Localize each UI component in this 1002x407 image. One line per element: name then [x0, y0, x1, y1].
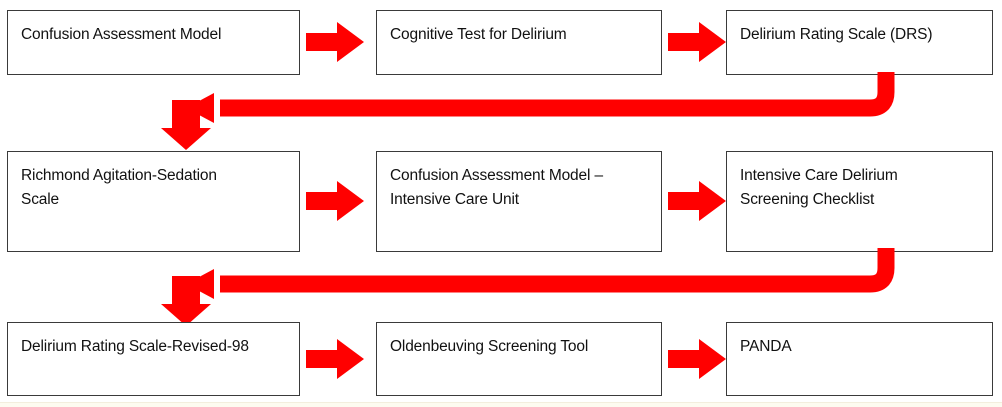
- flow-node-label: Confusion Assessment Model – Intensive C…: [390, 167, 603, 208]
- arrow-ctd-to-drs: [666, 19, 728, 65]
- flow-node-cognitive-test-for-delirium[interactable]: Cognitive Test for Delirium: [376, 10, 662, 75]
- flow-node-label: Delirium Rating Scale-Revised-98: [21, 338, 249, 355]
- arrow-drsr98-to-oldenbeuving: [304, 336, 366, 382]
- flow-node-label: Confusion Assessment Model: [21, 26, 222, 43]
- arrow-rass-to-camicu: [304, 178, 366, 224]
- flow-node-label: Richmond Agitation-Sedation Scale: [21, 167, 217, 208]
- flow-node-label: Cognitive Test for Delirium: [390, 26, 567, 43]
- flow-node-confusion-assessment-model[interactable]: Confusion Assessment Model: [7, 10, 300, 75]
- elbow-connector-drs-to-rass: [150, 72, 910, 150]
- arrow-oldenbeuving-to-panda: [666, 336, 728, 382]
- flow-node-label: Delirium Rating Scale (DRS): [740, 26, 933, 43]
- flow-node-delirium-rating-scale[interactable]: Delirium Rating Scale (DRS): [726, 10, 993, 75]
- flow-node-label: Oldenbeuving Screening Tool: [390, 338, 589, 355]
- flow-node-oldenbeuving-screening-tool[interactable]: Oldenbeuving Screening Tool: [376, 322, 662, 396]
- flow-node-confusion-assessment-model-icu[interactable]: Confusion Assessment Model – Intensive C…: [376, 151, 662, 252]
- flow-node-panda[interactable]: PANDA: [726, 322, 993, 396]
- flow-node-label: Intensive Care Delirium Screening Checkl…: [740, 167, 898, 208]
- flow-node-label: PANDA: [740, 338, 792, 355]
- arrow-camicu-to-icdsc: [666, 178, 728, 224]
- arrow-cam-to-ctd: [304, 19, 366, 65]
- flow-node-intensive-care-delirium-screening-checklist[interactable]: Intensive Care Delirium Screening Checkl…: [726, 151, 993, 252]
- flow-node-delirium-rating-scale-revised-98[interactable]: Delirium Rating Scale-Revised-98: [7, 322, 300, 396]
- flow-node-richmond-agitation-sedation-scale[interactable]: Richmond Agitation-Sedation Scale: [7, 151, 300, 252]
- page-bottom-edge: [0, 402, 1002, 407]
- elbow-connector-icdsc-to-drsr98: [150, 248, 910, 326]
